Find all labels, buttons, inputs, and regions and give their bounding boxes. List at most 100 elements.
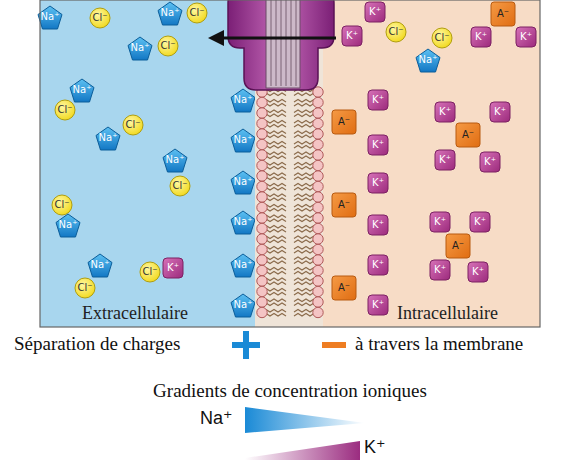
lipid-tail <box>294 251 314 254</box>
lipid-head <box>257 181 267 191</box>
lipid-head <box>257 160 267 170</box>
lipid-tail <box>266 215 286 218</box>
ion-outline <box>231 171 255 194</box>
chloride-ion: Cl⁻ <box>169 175 191 197</box>
ion-label: K⁺ <box>372 95 384 105</box>
sodium-ion: Na⁺ <box>230 88 256 113</box>
lipid-head <box>313 118 323 128</box>
lipid-head <box>313 202 323 212</box>
lipid-tail <box>294 261 314 264</box>
lipid-tail <box>294 215 314 218</box>
ion-outline <box>332 193 356 217</box>
lipid-tail <box>294 198 314 201</box>
ion-outline <box>368 135 388 155</box>
lipid-tail <box>294 167 314 170</box>
potassium-ion: K⁺ <box>367 254 389 276</box>
lipid-tail <box>294 135 314 138</box>
lipid-head <box>313 297 323 307</box>
ion-label: Na⁺ <box>166 155 185 165</box>
ion-outline <box>516 27 536 47</box>
lipid-tail <box>266 194 286 197</box>
ion-label: A⁻ <box>462 130 474 140</box>
sodium-ion: Na⁺ <box>230 293 256 318</box>
ion-outline <box>368 295 388 315</box>
sodium-ion: Na⁺ <box>95 126 121 151</box>
lipid-tail <box>266 177 286 180</box>
ion-label: Na⁺ <box>41 12 60 22</box>
lipid-head <box>313 234 323 244</box>
sodium-ion: Na⁺ <box>87 253 113 278</box>
ion-outline <box>88 254 112 277</box>
potassium-ion: K⁺ <box>367 214 389 236</box>
lipid-tail <box>294 163 314 166</box>
ion-outline <box>38 6 62 29</box>
ion-outline <box>386 22 406 42</box>
ion-label: Na⁺ <box>234 260 253 270</box>
ion-label: K⁺ <box>372 300 384 310</box>
potassium-ion: K⁺ <box>469 211 491 233</box>
ion-label: Na⁺ <box>234 135 253 145</box>
ion-outline <box>456 123 480 147</box>
lipid-head <box>313 87 323 97</box>
ion-label: Na⁺ <box>234 300 253 310</box>
anion: A⁻ <box>445 233 471 259</box>
ion-label: K⁺ <box>439 155 451 165</box>
lipid-tail <box>294 114 314 117</box>
lipid-tail <box>294 184 314 187</box>
lipid-head <box>257 139 267 149</box>
lipid-tail <box>294 289 314 292</box>
lipid-tail <box>294 299 314 302</box>
potassium-ion: K⁺ <box>515 26 537 48</box>
sodium-ion: Na⁺ <box>230 253 256 278</box>
lipid-head <box>257 87 267 97</box>
lipid-head <box>257 297 267 307</box>
ion-label: K⁺ <box>346 31 358 41</box>
ion-label: Cl⁻ <box>160 41 175 51</box>
section-title: Gradients de concentration ioniques <box>0 380 580 402</box>
lipid-head <box>313 97 323 107</box>
lipid-tail <box>266 272 286 275</box>
lipid-tail <box>266 104 286 107</box>
lipid-tail <box>294 100 314 103</box>
lipid-tail <box>266 110 286 113</box>
lipid-tail <box>266 184 286 187</box>
chloride-ion: Cl⁻ <box>157 35 179 57</box>
lipid-head <box>313 213 323 223</box>
ion-label: Na⁺ <box>234 95 253 105</box>
potassium-ion: K⁺ <box>367 294 389 316</box>
ion-label: Cl⁻ <box>434 33 449 43</box>
ion-label: K⁺ <box>434 265 446 275</box>
ion-outline <box>128 37 152 60</box>
lipid-tail <box>266 173 286 176</box>
lipid-tail <box>266 299 286 302</box>
ion-label: K⁺ <box>167 263 179 273</box>
ion-outline <box>470 212 490 232</box>
lipid-tail <box>294 121 314 124</box>
ion-label: K⁺ <box>475 32 487 42</box>
ion-label: Na⁺ <box>234 177 253 187</box>
ion-outline <box>170 176 190 196</box>
ion-label: Cl⁻ <box>57 105 72 115</box>
lipid-tail <box>294 272 314 275</box>
lipid-tail <box>266 293 286 296</box>
lipid-tail <box>266 247 286 250</box>
membrane-background <box>255 0 323 327</box>
chloride-ion: Cl⁻ <box>122 114 144 136</box>
lipid-tail <box>266 152 286 155</box>
potassium-ion: K⁺ <box>489 101 511 123</box>
ion-gradient-label: K⁺ <box>364 436 386 458</box>
lipid-tail <box>266 131 286 134</box>
lipid-tail <box>294 177 314 180</box>
chloride-ion: Cl⁻ <box>186 2 208 24</box>
lipid-head <box>257 129 267 139</box>
lipid-tail <box>294 173 314 176</box>
potassium-ion: K⁺ <box>341 25 363 47</box>
lipid-tail <box>294 257 314 260</box>
potassium-ion: K⁺ <box>429 211 451 233</box>
chloride-ion: Cl⁻ <box>385 21 407 43</box>
lipid-tail <box>294 247 314 250</box>
lipid-tail <box>266 146 286 149</box>
ion-outline <box>332 276 356 300</box>
ion-outline <box>163 258 183 278</box>
